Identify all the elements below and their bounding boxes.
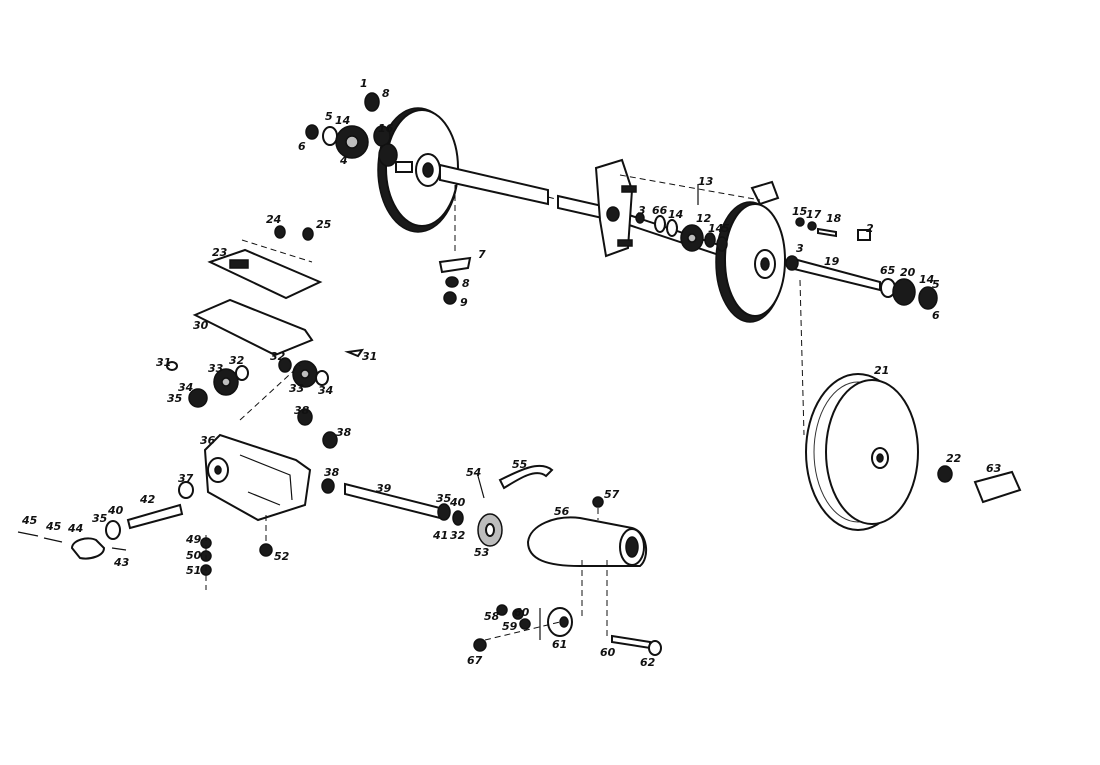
callout-33: 33 bbox=[208, 362, 224, 375]
callout-40b: 40 bbox=[107, 504, 124, 517]
callout-6: 6 bbox=[298, 140, 306, 153]
callout-60: 60 bbox=[514, 606, 530, 619]
callout-38: 38 bbox=[294, 404, 310, 417]
callout-22: 22 bbox=[946, 452, 962, 465]
callout-14: 14 bbox=[335, 114, 350, 127]
callout-15: 15 bbox=[792, 205, 808, 218]
callout-43: 43 bbox=[113, 556, 130, 569]
callout-12: 12 bbox=[696, 212, 712, 225]
callout-62: 62 bbox=[640, 656, 656, 669]
callout-5b: 5 bbox=[722, 222, 730, 235]
upper-axle-assembly bbox=[305, 92, 938, 436]
shaft-39 bbox=[344, 464, 554, 547]
mounting-bracket bbox=[594, 158, 637, 258]
callout-38c: 38 bbox=[324, 466, 340, 479]
lower-left-parts bbox=[17, 503, 212, 590]
callout-35: 35 bbox=[167, 392, 183, 405]
callout-4: 4 bbox=[339, 154, 348, 167]
callout-34b: 34 bbox=[318, 384, 333, 397]
callout-14d: 14 bbox=[919, 273, 934, 286]
callout-52: 52 bbox=[274, 550, 290, 563]
callout-25: 25 bbox=[316, 218, 332, 231]
callout-8: 8 bbox=[382, 87, 390, 100]
callout-32c: 32 bbox=[450, 529, 466, 542]
callout-5c: 5 bbox=[932, 278, 940, 291]
callout-3b: 3 bbox=[796, 242, 804, 255]
callout-labels: 1 8 5 14 6 4 16 7 8 9 13 3 66 14 12 14 5… bbox=[21, 77, 1002, 669]
callout-9: 9 bbox=[460, 296, 468, 309]
callout-58: 58 bbox=[484, 610, 500, 623]
callout-60b: 60 bbox=[600, 646, 616, 659]
callout-33b: 33 bbox=[289, 382, 305, 395]
callout-2: 2 bbox=[866, 222, 874, 235]
callout-57: 57 bbox=[604, 488, 620, 501]
callout-14b: 14 bbox=[668, 208, 683, 221]
wheel bbox=[805, 373, 1022, 531]
callout-63: 63 bbox=[986, 462, 1002, 475]
callout-44: 44 bbox=[67, 522, 83, 535]
callout-54: 54 bbox=[466, 466, 481, 479]
callout-39: 39 bbox=[376, 482, 392, 495]
callout-51: 51 bbox=[186, 564, 201, 577]
right-gear-cluster bbox=[635, 184, 728, 252]
pulley-disc-left bbox=[377, 107, 459, 233]
bearings-group bbox=[166, 348, 365, 421]
callout-56: 56 bbox=[554, 505, 570, 518]
callout-17: 17 bbox=[806, 208, 822, 221]
callout-21: 21 bbox=[874, 364, 889, 377]
pulley-disc-right bbox=[715, 180, 786, 323]
bolt-7-8-9 bbox=[438, 185, 472, 305]
callout-6b: 6 bbox=[932, 309, 940, 322]
callout-37: 37 bbox=[178, 472, 194, 485]
callout-23: 23 bbox=[212, 246, 228, 259]
callout-35c: 35 bbox=[92, 512, 108, 525]
callout-67: 67 bbox=[467, 654, 483, 667]
callout-32: 32 bbox=[229, 354, 245, 367]
chain-guard bbox=[526, 496, 648, 640]
callout-49: 49 bbox=[185, 533, 202, 546]
callout-32b: 32 bbox=[270, 350, 286, 363]
callout-34: 34 bbox=[178, 381, 193, 394]
callout-31: 31 bbox=[156, 356, 171, 369]
callout-66: 66 bbox=[652, 204, 668, 217]
callout-45: 45 bbox=[21, 514, 38, 527]
callout-45b: 45 bbox=[45, 520, 62, 533]
axle-19 bbox=[785, 217, 938, 310]
callout-20: 20 bbox=[900, 266, 916, 279]
callout-36: 36 bbox=[200, 434, 216, 447]
left-gear-cluster bbox=[305, 92, 413, 173]
callout-65: 65 bbox=[880, 264, 896, 277]
callout-40: 40 bbox=[449, 496, 466, 509]
callout-7: 7 bbox=[478, 248, 486, 261]
callout-42: 42 bbox=[139, 493, 156, 506]
callout-50: 50 bbox=[186, 549, 202, 562]
callout-24: 24 bbox=[266, 213, 281, 226]
callout-18: 18 bbox=[826, 212, 842, 225]
callout-61: 61 bbox=[552, 638, 567, 651]
callout-53: 53 bbox=[474, 546, 490, 559]
callout-14c: 14 bbox=[708, 222, 723, 235]
callout-31b: 31 bbox=[362, 350, 377, 363]
callout-41: 41 bbox=[432, 529, 448, 542]
callout-38b: 38 bbox=[336, 426, 352, 439]
callout-5: 5 bbox=[325, 110, 333, 123]
lower-center-parts bbox=[473, 604, 662, 656]
callout-13: 13 bbox=[698, 175, 714, 188]
callout-35b: 35 bbox=[436, 492, 452, 505]
gearbox-cover bbox=[192, 225, 323, 357]
callout-59: 59 bbox=[502, 620, 518, 633]
callout-16: 16 bbox=[378, 122, 394, 135]
gearbox-housing bbox=[178, 408, 338, 557]
callout-3: 3 bbox=[638, 204, 646, 217]
callout-19: 19 bbox=[824, 255, 840, 268]
callout-8b: 8 bbox=[462, 277, 470, 290]
callout-55: 55 bbox=[512, 458, 528, 471]
callout-30: 30 bbox=[193, 319, 209, 332]
callout-1: 1 bbox=[360, 77, 368, 90]
